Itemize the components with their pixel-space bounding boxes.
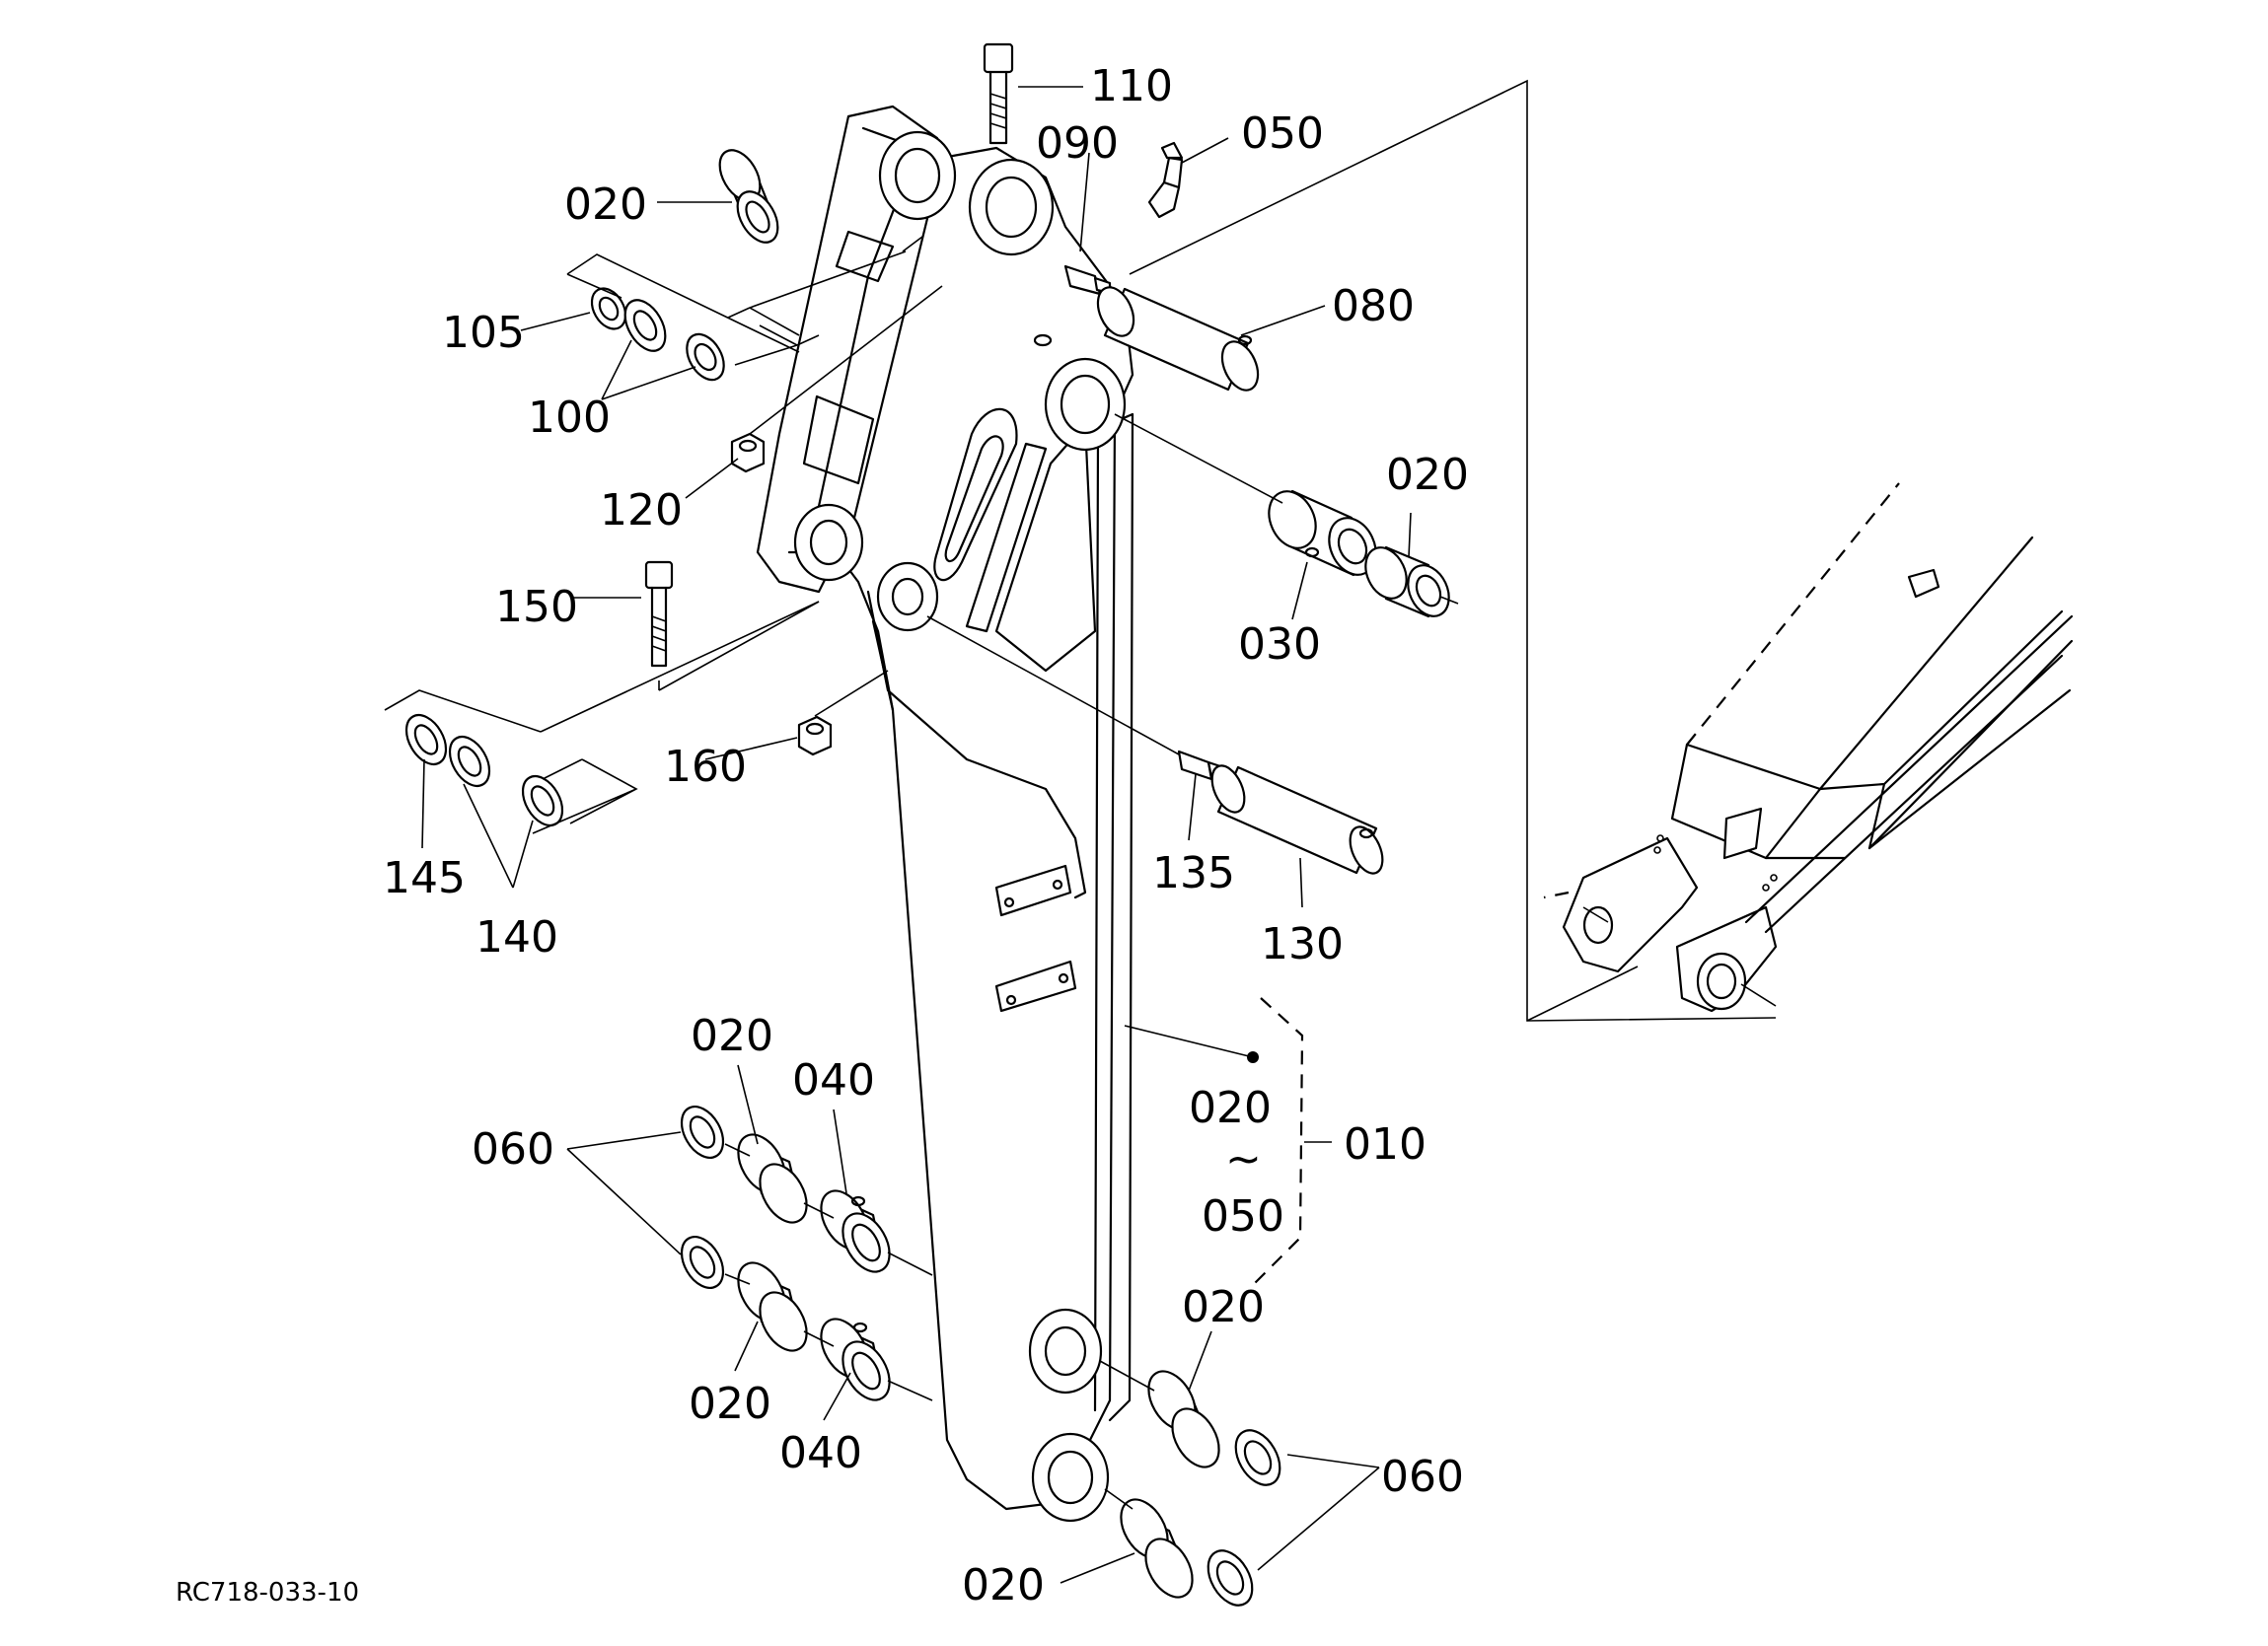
grease-fitting-050 [1147,141,1184,219]
inset-view [1129,79,2074,1022]
callout-050: 050 [1241,108,1324,159]
pin-080 [1096,286,1260,392]
callout-105: 105 [442,308,525,358]
bushing-040-upper [820,1189,891,1273]
bushing-020-ll-upper [737,1133,808,1224]
callout-145: 145 [383,853,466,903]
callout-labels: 110 090 050 020 080 105 100 120 020 030 … [176,61,1469,1610]
callout-100: 100 [528,393,611,443]
washer-145 [404,714,448,765]
nut-120 [730,432,766,473]
callout-030: 030 [1238,619,1321,670]
callout-060-right: 060 [1381,1452,1464,1502]
range-to: 050 [1202,1191,1284,1242]
leader-box-lower [384,601,820,834]
arm-body [756,105,1134,1523]
callout-140: 140 [476,912,558,963]
callout-040-lower: 040 [779,1428,862,1478]
bushing-040-lower [820,1318,891,1401]
range-bracket [1250,997,1304,1288]
range-tilde: ~ [1225,1134,1262,1184]
callout-090: 090 [1036,118,1119,169]
callout-020-right: 020 [1386,450,1469,500]
washer-060-lr-upper [1234,1429,1281,1486]
callout-110: 110 [1090,61,1173,111]
washer-100b [686,332,725,382]
assembly-callout-010: 010 [1344,1119,1427,1170]
callout-150: 150 [495,582,578,632]
callout-160: 160 [664,742,747,792]
washer-060-upper [680,1106,725,1159]
bushing-020-lr-upper [1147,1370,1220,1468]
callout-020-lr-upper: 020 [1182,1282,1265,1332]
bolt-150 [644,560,674,668]
leader-box-upper [566,236,923,353]
bushing-020-lr-lower [1120,1498,1194,1599]
grease-fitting-090 [1063,264,1112,296]
washer-140a [448,736,491,787]
callout-020-lr-lower: 020 [962,1560,1045,1610]
bolt-110 [983,42,1014,145]
washer-105 [590,287,627,330]
bushing-020-right [1364,545,1450,618]
callout-120: 120 [600,485,683,536]
washer-060-lr-lower [1207,1549,1254,1607]
callout-060-left: 060 [472,1124,554,1175]
bushing-020-ll-lower [737,1261,808,1352]
bushing-030 [1268,489,1377,577]
callout-020-ll-lower: 020 [689,1379,771,1429]
callout-135: 135 [1152,848,1235,898]
pin-130 [1210,764,1384,875]
bushing-upper-left [718,149,779,244]
washer-060-lower [680,1236,725,1289]
nut-160 [797,715,833,756]
callout-020-upper-left: 020 [564,179,647,230]
callout-130: 130 [1261,919,1344,969]
callout-040-upper: 040 [792,1055,875,1106]
callout-020-ll-upper: 020 [691,1011,773,1061]
washer-100a [623,299,667,352]
figure-code: RC718-033-10 [176,1578,359,1608]
leader-lines [421,86,1412,1584]
range-from: 020 [1189,1083,1272,1133]
callout-080: 080 [1332,281,1415,331]
